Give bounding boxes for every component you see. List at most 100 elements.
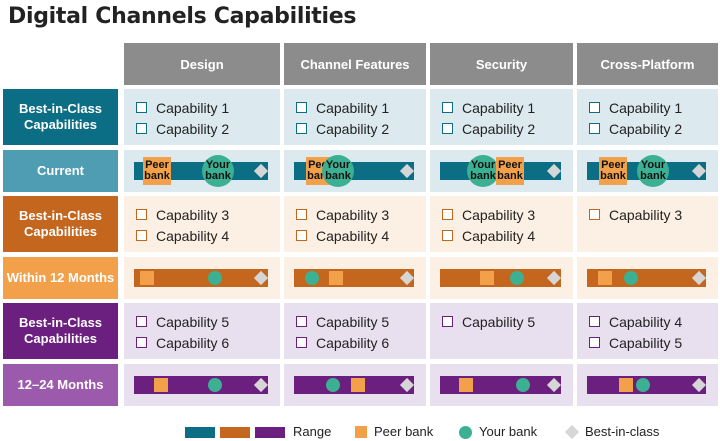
range-cell-current-design: Peer bank Your bank: [124, 150, 280, 192]
capability-label: Capability 5: [316, 313, 390, 330]
capability-list: Capability 1 Capability 2: [124, 89, 280, 139]
capability-item: Capability 1: [296, 97, 426, 118]
capability-item: Capability 5: [442, 311, 573, 332]
column-header-design: Design: [124, 43, 280, 85]
checkbox-icon[interactable]: [589, 316, 600, 327]
checkbox-icon[interactable]: [136, 337, 147, 348]
peer-bank-marker: [480, 271, 494, 285]
column-header-security: Security: [430, 43, 573, 85]
capability-label: Capability 3: [316, 206, 390, 223]
capability-list: Capability 1 Capability 2: [430, 89, 573, 139]
peer-bank-marker: [329, 271, 343, 285]
checkbox-icon[interactable]: [442, 209, 453, 220]
capability-item: Capability 3: [136, 204, 280, 225]
range-bar: [294, 269, 414, 287]
capability-label: Capability 1: [156, 99, 230, 116]
capability-label: Capability 2: [462, 120, 536, 137]
capability-cell-tier3-channel-features: Capability 5 Capability 6: [284, 303, 426, 359]
peer-bank-marker: [140, 271, 154, 285]
capability-item: Capability 3: [442, 204, 573, 225]
range-cell-within12-design: [124, 257, 280, 299]
checkbox-icon[interactable]: [296, 102, 307, 113]
checkbox-icon[interactable]: [136, 209, 147, 220]
checkbox-icon[interactable]: [136, 230, 147, 241]
capability-list: Capability 3: [577, 196, 718, 225]
capability-list: Capability 5: [430, 303, 573, 332]
legend-range-swatch-orange: [220, 427, 250, 438]
peer-bank-marker: [154, 378, 168, 392]
range-cell-m1224-channel-features: [284, 364, 426, 406]
column-header-channel-features: Channel Features: [284, 43, 426, 85]
checkbox-icon[interactable]: [589, 337, 600, 348]
your-bank-marker: Your bank: [202, 155, 234, 187]
checkbox-icon[interactable]: [589, 209, 600, 220]
checkbox-icon[interactable]: [136, 102, 147, 113]
capability-list: Capability 5 Capability 6: [284, 303, 426, 353]
your-bank-marker: Your bank: [467, 155, 499, 187]
capability-cell-tier2-design: Capability 3 Capability 4: [124, 196, 280, 252]
range-cell-within12-cross-platform: [577, 257, 718, 299]
capability-list: Capability 5 Capability 6: [124, 303, 280, 353]
capability-label: Capability 3: [462, 206, 536, 223]
checkbox-icon[interactable]: [296, 123, 307, 134]
capability-label: Capability 1: [462, 99, 536, 116]
range-cell-m1224-cross-platform: [577, 364, 718, 406]
capability-list: Capability 4 Capability 5: [577, 303, 718, 353]
capability-item: Capability 1: [589, 97, 718, 118]
row-label-best-in-class-2: Best-in-Class Capabilities: [3, 196, 118, 252]
checkbox-icon[interactable]: [589, 123, 600, 134]
checkbox-icon[interactable]: [296, 230, 307, 241]
row-label-best-in-class-1: Best-in-Class Capabilities: [3, 89, 118, 145]
your-bank-marker: Your bank: [637, 155, 669, 187]
row-label-within-12-months: Within 12 Months: [3, 257, 118, 299]
capability-item: Capability 1: [136, 97, 280, 118]
capability-cell-tier1-design: Capability 1 Capability 2: [124, 89, 280, 145]
checkbox-icon[interactable]: [136, 123, 147, 134]
checkbox-icon[interactable]: [296, 337, 307, 348]
legend-best-in-class-label: Best-in-class: [585, 424, 660, 439]
range-cell-within12-security: [430, 257, 573, 299]
capability-label: Capability 5: [609, 334, 683, 351]
checkbox-icon[interactable]: [136, 316, 147, 327]
capability-item: Capability 6: [296, 332, 426, 353]
capability-item: Capability 2: [136, 118, 280, 139]
checkbox-icon[interactable]: [296, 209, 307, 220]
checkbox-icon[interactable]: [442, 102, 453, 113]
your-bank-marker: Your bank: [322, 155, 354, 187]
checkbox-icon[interactable]: [589, 102, 600, 113]
capability-label: Capability 1: [316, 99, 390, 116]
checkbox-icon[interactable]: [442, 316, 453, 327]
checkbox-icon[interactable]: [296, 316, 307, 327]
capability-cell-tier2-security: Capability 3 Capability 4: [430, 196, 573, 252]
peer-bank-marker: Peer bank: [599, 157, 627, 185]
capability-item: Capability 4: [136, 225, 280, 246]
capability-item: Capability 3: [589, 204, 718, 225]
range-bar: [587, 269, 706, 287]
checkbox-icon[interactable]: [442, 123, 453, 134]
peer-bank-marker: [459, 378, 473, 392]
capability-item: Capability 6: [136, 332, 280, 353]
capability-cell-tier3-security: Capability 5: [430, 303, 573, 359]
checkbox-icon[interactable]: [442, 230, 453, 241]
capability-label: Capability 6: [316, 334, 390, 351]
capability-label: Capability 3: [156, 206, 230, 223]
column-header-cross-platform: Cross-Platform: [577, 43, 718, 85]
capability-label: Capability 5: [156, 313, 230, 330]
capability-label: Capability 4: [609, 313, 683, 330]
peer-bank-marker: Peer bank: [143, 157, 171, 185]
legend-range-label: Range: [293, 424, 332, 439]
your-bank-marker: [326, 378, 340, 392]
page-title: Digital Channels Capabilities: [8, 4, 357, 29]
row-label-12-24-months: 12–24 Months: [3, 364, 118, 406]
your-bank-marker: [305, 271, 319, 285]
range-bar: [440, 269, 561, 287]
capability-item: Capability 5: [136, 311, 280, 332]
capability-label: Capability 1: [609, 99, 683, 116]
capability-label: Capability 2: [316, 120, 390, 137]
your-bank-marker: [208, 378, 222, 392]
capability-item: Capability 2: [296, 118, 426, 139]
capability-label: Capability 4: [462, 227, 536, 244]
